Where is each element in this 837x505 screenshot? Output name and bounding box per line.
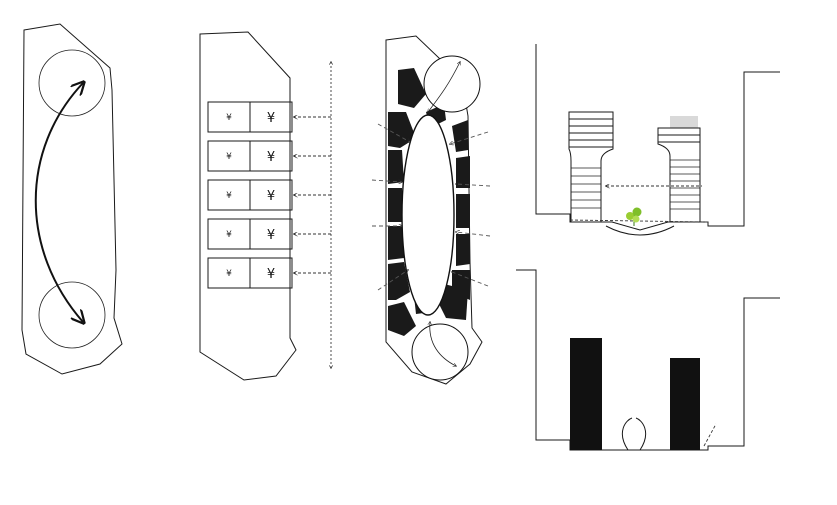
circulation-diagram — [21, 23, 123, 375]
courtyard-plan-diagram — [371, 35, 491, 385]
shop-unit-large — [249, 218, 293, 250]
shop-unit-large — [249, 140, 293, 172]
floor-slab — [568, 139, 614, 148]
yen-label-large: ¥ — [267, 228, 275, 243]
building-block — [388, 150, 404, 184]
shop-row: ¥¥ — [207, 101, 331, 133]
bottom-arrow — [430, 322, 456, 366]
building-block — [456, 156, 470, 188]
bottom-node-circle — [38, 281, 106, 349]
tree-icon — [626, 207, 642, 226]
floor-slab — [568, 118, 614, 127]
courtyard-bowl — [605, 225, 675, 236]
central-courtyard — [401, 114, 455, 316]
site-outline — [199, 31, 297, 381]
yen-label-small: ¥ — [226, 113, 232, 123]
bottom-node-circle — [411, 323, 469, 381]
building-block — [452, 120, 468, 152]
floor-slab — [568, 125, 614, 134]
floor-slab — [657, 134, 701, 143]
shop-unit-large — [249, 179, 293, 211]
upper-section — [535, 44, 780, 236]
building-block — [438, 284, 468, 320]
building-block — [388, 226, 404, 260]
two-way-arrow — [34, 83, 83, 322]
site-outline — [21, 23, 123, 375]
shop-row: ¥¥ — [207, 140, 331, 172]
shop-row: ¥¥ — [207, 218, 331, 250]
floor-slab — [568, 132, 614, 141]
view-lines — [371, 123, 491, 291]
edge-dash — [703, 423, 717, 447]
yen-label-small: ¥ — [226, 230, 232, 240]
courtyard-void — [621, 417, 647, 451]
roof-garden — [670, 116, 698, 128]
shop-unit-large — [249, 257, 293, 289]
left-tower-mass — [570, 338, 602, 450]
building-block — [456, 194, 470, 228]
shop-unit-large — [249, 101, 293, 133]
shop-row: ¥¥ — [207, 257, 331, 289]
tower-stem — [568, 147, 614, 223]
shop-modules-diagram: ¥¥¥¥¥¥¥¥¥¥ — [199, 31, 331, 381]
yen-label-large: ¥ — [267, 267, 275, 282]
right-tower-mass — [670, 358, 700, 450]
building-block — [456, 234, 470, 266]
tower-stem — [657, 142, 701, 223]
building-block — [398, 68, 426, 108]
left-tower — [568, 111, 614, 223]
section-diagrams — [516, 44, 780, 451]
building-block — [388, 302, 416, 336]
ground-line — [516, 269, 780, 451]
floor-slab — [657, 127, 701, 136]
ground-dash — [569, 219, 709, 223]
building-block — [388, 188, 402, 222]
ground-line — [535, 44, 780, 231]
yen-label-large: ¥ — [267, 189, 275, 204]
yen-label-small: ¥ — [226, 269, 232, 279]
top-arrow — [428, 62, 460, 112]
yen-label-small: ¥ — [226, 152, 232, 162]
shop-row: ¥¥ — [207, 179, 331, 211]
yen-label-small: ¥ — [226, 191, 232, 201]
floor-slab — [568, 111, 614, 120]
lower-section — [516, 269, 780, 451]
shop-rows: ¥¥¥¥¥¥¥¥¥¥ — [207, 101, 331, 289]
yen-label-large: ¥ — [267, 111, 275, 126]
right-tower — [657, 127, 701, 223]
top-node-circle — [38, 49, 106, 117]
top-node-circle — [423, 55, 481, 113]
yen-label-large: ¥ — [267, 150, 275, 165]
